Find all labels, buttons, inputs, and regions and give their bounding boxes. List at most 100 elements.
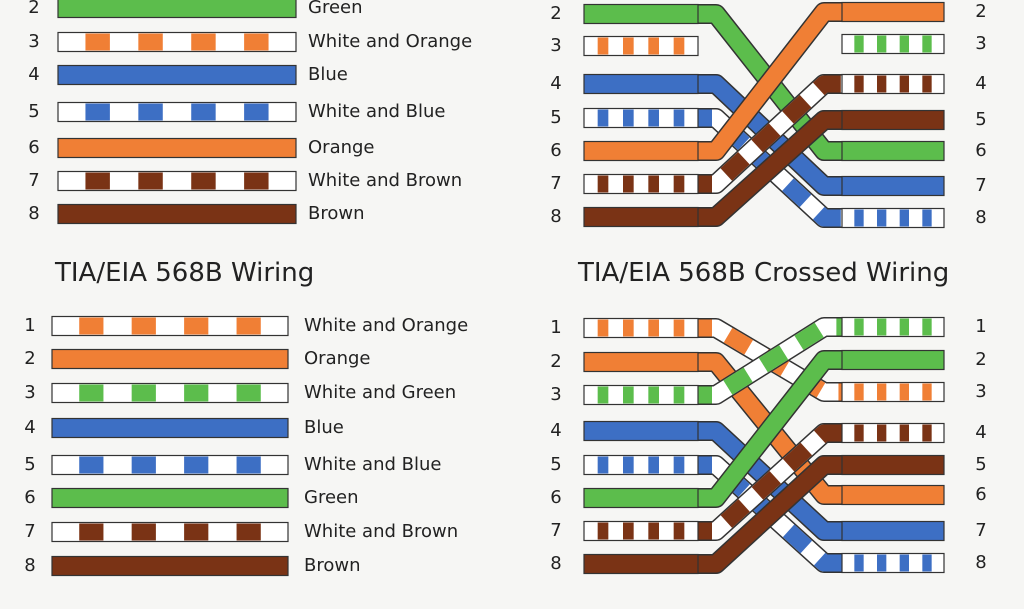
right-pin-number: 6 — [975, 140, 986, 161]
wire-brown — [57, 203, 297, 225]
right-pin-number: 5 — [975, 109, 986, 130]
right-pin-number: 7 — [975, 175, 986, 196]
pin-number: 4 — [24, 417, 35, 438]
right-wire-orange — [841, 484, 945, 506]
left-wire-orange-striped — [583, 35, 699, 57]
right-pin-number: 4 — [975, 422, 986, 443]
right-wire-blue-striped — [841, 207, 945, 229]
right-pin-number: 2 — [975, 349, 986, 370]
568b-wiring-title: TIA/EIA 568B Wiring — [55, 258, 315, 288]
wire-label: Brown — [308, 203, 365, 224]
crossing-wire-green-striped — [688, 317, 852, 405]
left-pin-number: 3 — [550, 35, 561, 56]
wire-blue — [51, 417, 289, 439]
crossing-wire-green — [688, 350, 852, 508]
left-wire-blue-striped — [583, 107, 699, 129]
wire-label: Brown — [304, 555, 361, 576]
right-wire-blue-striped — [841, 552, 945, 574]
pin-number: 3 — [28, 31, 39, 52]
pin-number: 4 — [28, 64, 39, 85]
right-wire-green-striped — [841, 316, 945, 338]
wire-green — [51, 487, 289, 509]
pin-number: 8 — [28, 203, 39, 224]
left-wire-brown-striped — [583, 520, 699, 542]
left-pin-number: 5 — [550, 454, 561, 475]
wire-orange — [51, 348, 289, 370]
left-pin-number: 6 — [550, 140, 561, 161]
right-pin-number: 3 — [975, 381, 986, 402]
wire-label: Blue — [308, 64, 348, 85]
left-wire-blue — [583, 73, 699, 95]
left-wire-blue-striped — [583, 454, 699, 476]
wire-label: Orange — [304, 348, 371, 369]
wire-orange-striped — [51, 315, 289, 337]
wire-orange — [57, 137, 297, 159]
wire-label: White and Brown — [304, 521, 458, 542]
left-wire-green — [583, 3, 699, 25]
right-pin-number: 4 — [975, 73, 986, 94]
crossing-wire-brown-striped — [688, 423, 852, 541]
wire-label: Blue — [304, 417, 344, 438]
right-wire-orange — [841, 1, 945, 23]
left-pin-number: 4 — [550, 73, 561, 94]
left-wire-green-striped — [583, 384, 699, 406]
right-pin-number: 6 — [975, 484, 986, 505]
right-wire-brown — [841, 454, 945, 476]
pin-number: 5 — [24, 454, 35, 475]
568b-crossed-wiring-title: TIA/EIA 568B Crossed Wiring — [578, 258, 950, 288]
crossing-wire-brown-striped — [688, 74, 852, 194]
right-pin-number: 2 — [975, 1, 986, 22]
left-pin-number: 4 — [550, 420, 561, 441]
right-pin-number: 8 — [975, 207, 986, 228]
wire-label: White and Brown — [308, 170, 462, 191]
crossing-wire-orange — [688, 2, 852, 161]
crossing-wire-brown — [688, 455, 852, 574]
right-wire-green-striped — [841, 33, 945, 55]
right-pin-number: 1 — [975, 316, 986, 337]
wire-label: White and Green — [304, 382, 456, 403]
left-wire-brown-striped — [583, 173, 699, 195]
left-pin-number: 3 — [550, 384, 561, 405]
left-pin-number: 8 — [550, 553, 561, 574]
left-pin-number: 5 — [550, 107, 561, 128]
wire-brown — [51, 555, 289, 577]
left-pin-number: 2 — [550, 3, 561, 24]
right-pin-number: 8 — [975, 552, 986, 573]
right-wire-blue — [841, 520, 945, 542]
pin-number: 6 — [28, 137, 39, 158]
left-wire-brown — [583, 553, 699, 575]
left-pin-number: 7 — [550, 173, 561, 194]
wire-green — [57, 0, 297, 19]
right-pin-number: 5 — [975, 454, 986, 475]
wire-label: White and Orange — [308, 31, 472, 52]
right-wire-brown-striped — [841, 73, 945, 95]
wire-label: White and Orange — [304, 315, 468, 336]
right-pin-number: 3 — [975, 33, 986, 54]
crossing-wire-brown — [688, 110, 852, 227]
left-wire-green — [583, 487, 699, 509]
pin-number: 3 — [24, 382, 35, 403]
wire-blue — [57, 64, 297, 86]
pin-number: 1 — [24, 315, 35, 336]
left-wire-brown — [583, 206, 699, 228]
wire-label: Green — [304, 487, 359, 508]
wire-orange-striped — [57, 31, 297, 53]
wire-brown-striped — [57, 170, 297, 192]
left-pin-number: 2 — [550, 351, 561, 372]
wire-blue-striped — [51, 454, 289, 476]
pin-number: 7 — [24, 521, 35, 542]
right-wire-brown — [841, 109, 945, 131]
wire-label: White and Blue — [304, 454, 441, 475]
right-wire-brown-striped — [841, 422, 945, 444]
right-wire-green — [841, 140, 945, 162]
pin-number: 6 — [24, 487, 35, 508]
pin-number: 8 — [24, 555, 35, 576]
wire-green-striped — [51, 382, 289, 404]
wire-blue-striped — [57, 101, 297, 123]
left-wire-orange — [583, 351, 699, 373]
